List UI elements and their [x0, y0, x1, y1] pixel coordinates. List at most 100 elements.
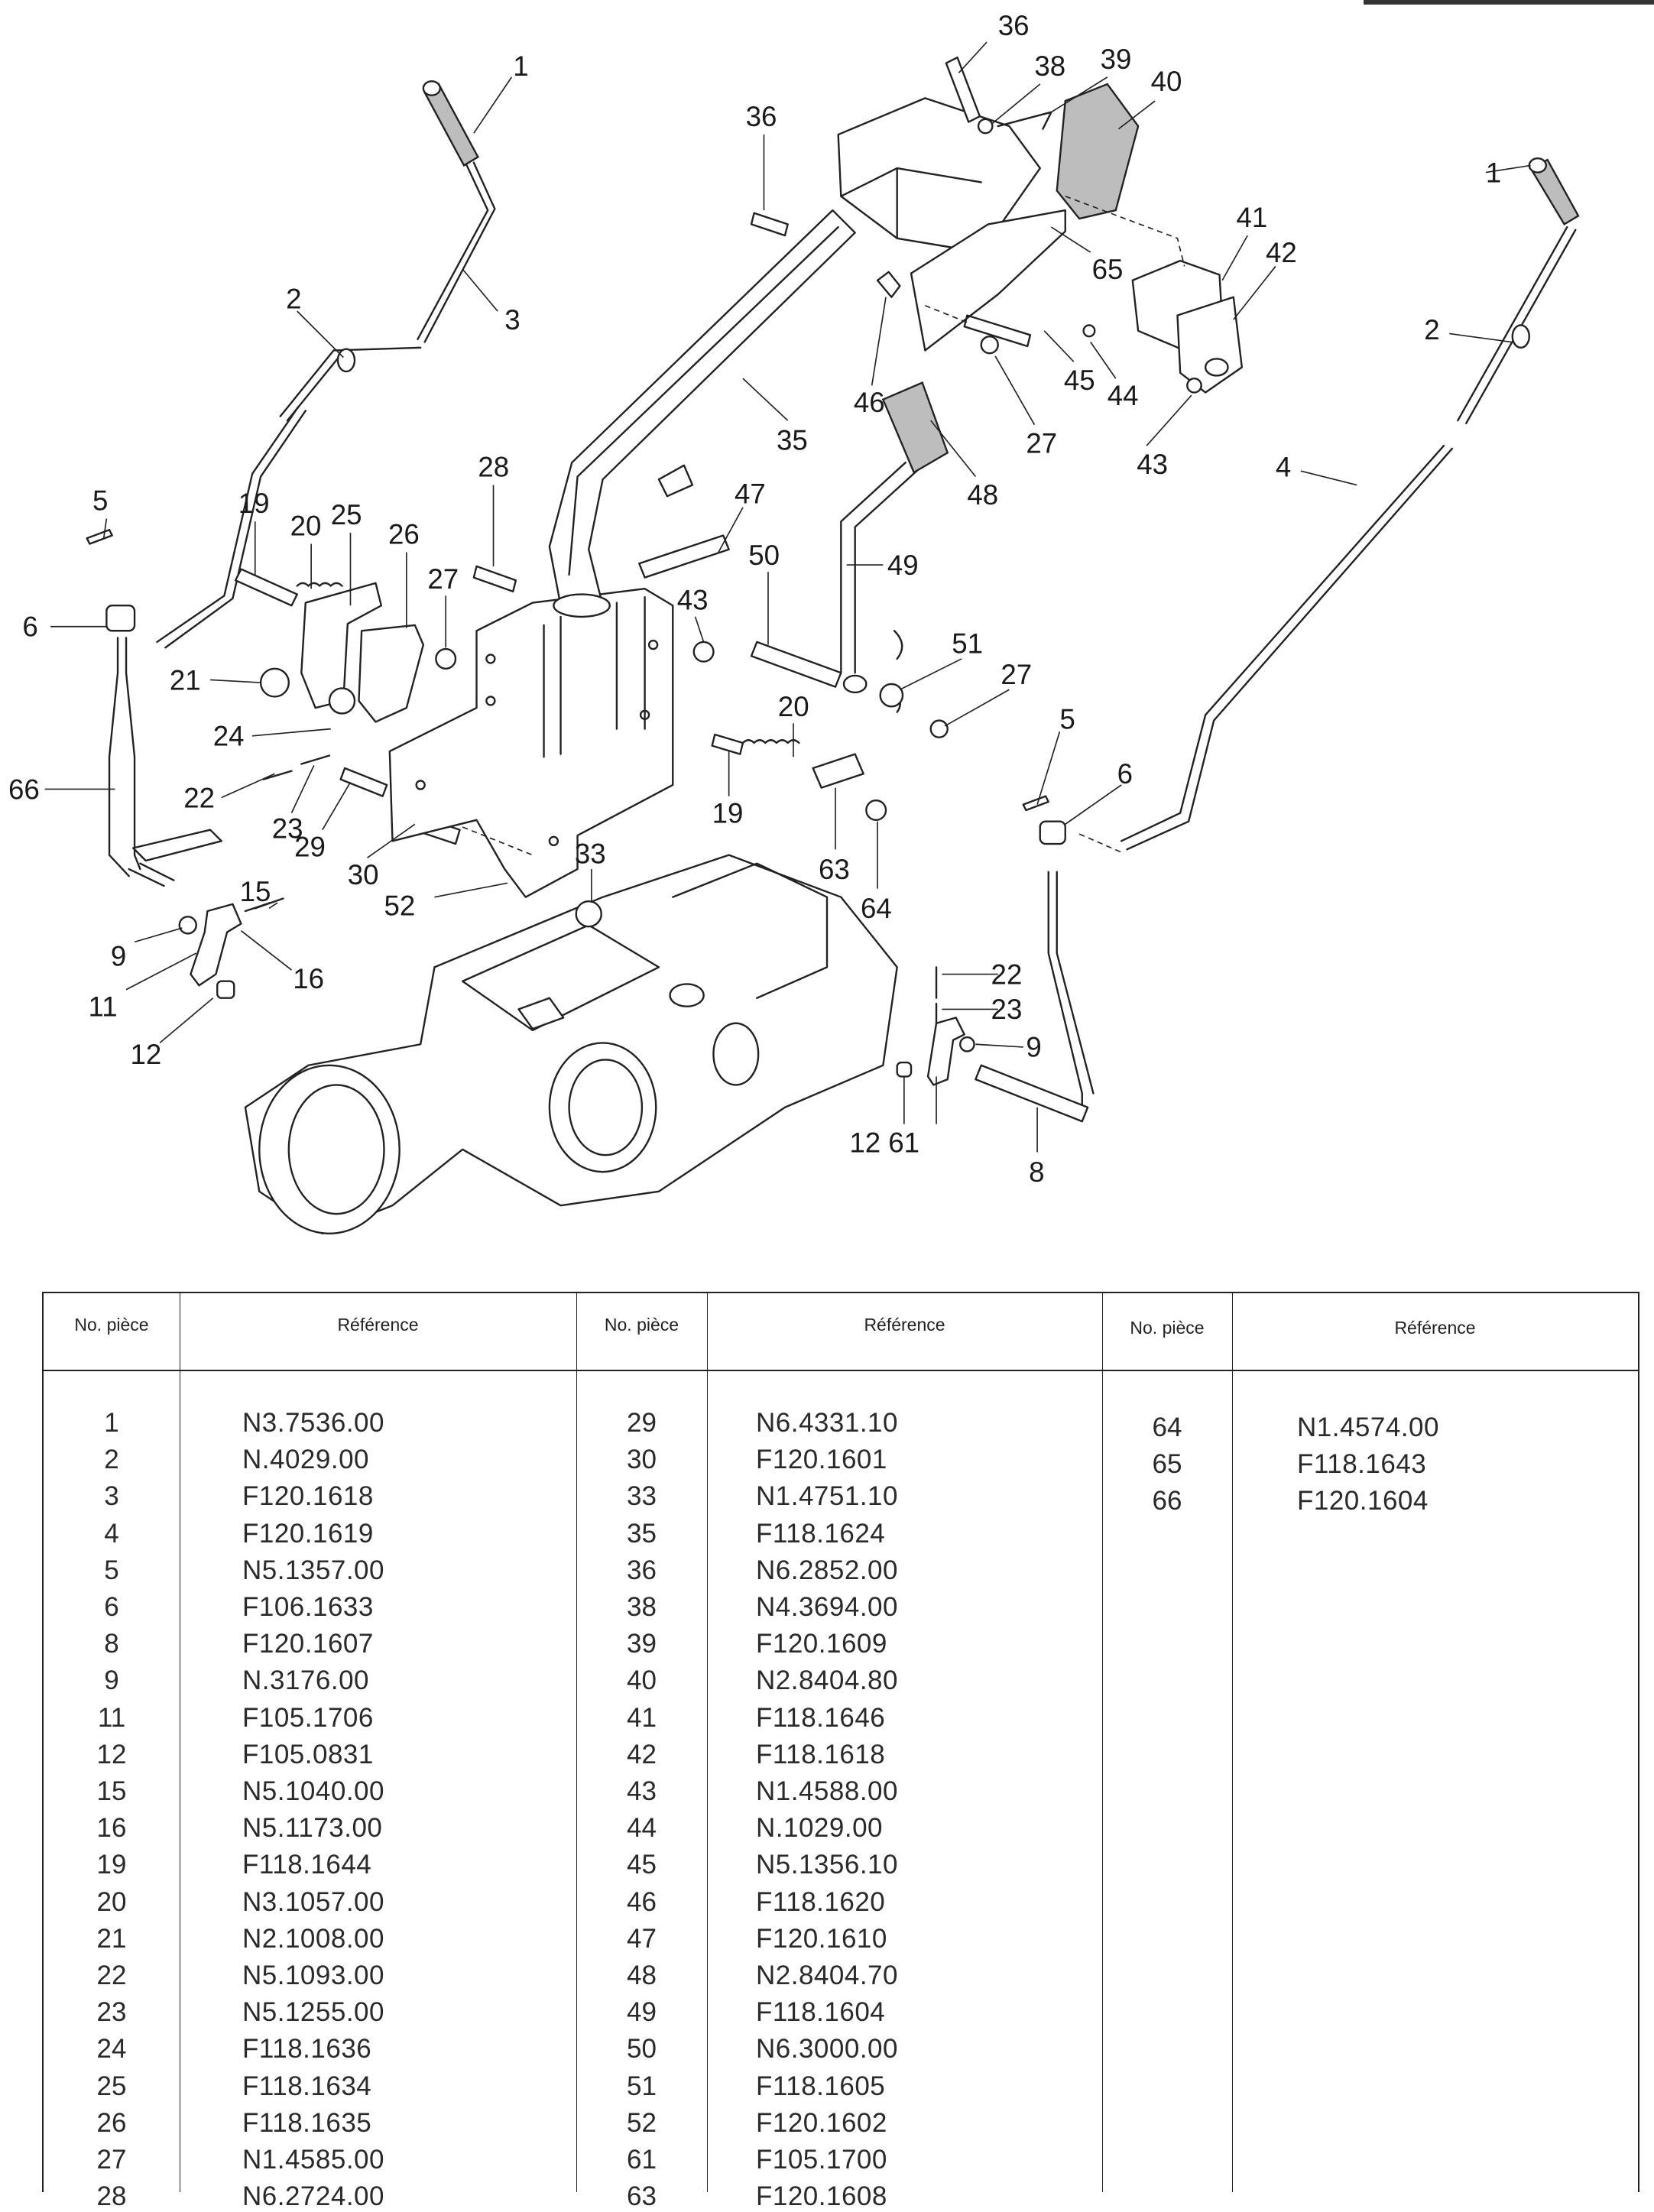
- callout-23: 23: [272, 813, 303, 845]
- callout-12-61: 12 61: [849, 1127, 919, 1158]
- part-number: 28: [96, 2181, 127, 2212]
- washer-38: [977, 118, 994, 135]
- part-reference: N2.1008.00: [242, 1923, 384, 1954]
- lever-grip-1: [423, 83, 479, 167]
- bolt-29: [339, 767, 388, 797]
- part-reference: N5.1173.00: [242, 1813, 383, 1844]
- part-reference: F105.0831: [242, 1739, 374, 1769]
- callout-51: 51: [952, 628, 983, 660]
- callout-39: 39: [1101, 44, 1132, 75]
- callout-21: 21: [170, 664, 201, 696]
- part-number: 2: [104, 1445, 119, 1475]
- part-number: 43: [627, 1776, 657, 1806]
- callout-23-right: 23: [991, 994, 1023, 1025]
- callout-64: 64: [861, 893, 892, 924]
- part-number: 27: [96, 2145, 127, 2175]
- part-reference: F105.1700: [756, 2145, 887, 2175]
- pin-45: [963, 314, 1032, 348]
- leader-lines: [44, 41, 1531, 1153]
- nut-27-right: [929, 719, 949, 738]
- plate-63: [812, 753, 864, 789]
- arm-61: [926, 1017, 965, 1086]
- part-reference: N2.8404.70: [756, 1961, 898, 1990]
- callout-26: 26: [388, 519, 420, 550]
- frame-plate-52: [388, 588, 674, 898]
- callout-44: 44: [1108, 380, 1139, 411]
- callout-1: 1: [513, 50, 528, 82]
- part-reference: N3.1057.00: [242, 1886, 384, 1917]
- callout-2: 2: [286, 283, 301, 314]
- part-number: 47: [627, 1923, 657, 1954]
- part-number: 46: [627, 1886, 657, 1917]
- part-reference: F118.1646: [756, 1702, 886, 1733]
- callout-30: 30: [348, 859, 379, 890]
- part-reference: F118.1620: [756, 1886, 886, 1917]
- part-reference: F120.1610: [756, 1923, 887, 1954]
- callout-47: 47: [735, 478, 766, 509]
- callout-28: 28: [478, 452, 509, 483]
- plate-25: [300, 582, 383, 709]
- callout-22-right: 22: [991, 958, 1023, 990]
- washer-9: [178, 916, 197, 935]
- part-reference: F118.1624: [756, 1518, 886, 1549]
- part-reference: F120.1602: [756, 2107, 887, 2138]
- callout-20-right: 20: [778, 691, 809, 722]
- bushing-24: [328, 687, 356, 715]
- part-reference: F118.1605: [756, 2071, 886, 2101]
- part-reference: N1.4574.00: [1297, 1413, 1439, 1442]
- swivel-6: [105, 605, 136, 632]
- part-number: 9: [104, 1665, 119, 1696]
- left-linkage: [86, 529, 284, 999]
- callout-36-side: 36: [746, 101, 777, 132]
- part-number: 39: [627, 1629, 657, 1659]
- part-number: 49: [627, 1997, 657, 2028]
- header-divider: [44, 1370, 1638, 1371]
- callout-29: 29: [294, 832, 326, 863]
- callout-20: 20: [290, 511, 322, 542]
- callouts: 1 3 2 5 6 19 20 25 26 27 28 21 24 22 23 …: [8, 10, 1501, 1188]
- part-number: 51: [627, 2071, 657, 2101]
- callout-50: 50: [748, 540, 780, 571]
- lever-26: [358, 624, 425, 723]
- part-reference: N5.1093.00: [242, 1961, 384, 1990]
- flange-left: [258, 1064, 401, 1235]
- header-ref-col3: Référence: [1394, 1318, 1476, 1338]
- plate-47: [638, 534, 730, 579]
- part-reference: F118.1634: [242, 2071, 372, 2101]
- part-number: 26: [96, 2107, 127, 2138]
- callout-9: 9: [111, 941, 126, 972]
- part-number: 40: [627, 1665, 657, 1696]
- part-number: 22: [96, 1961, 127, 1990]
- nut-43-top: [1186, 377, 1202, 394]
- grip-48: [881, 381, 949, 474]
- part-number: 16: [96, 1813, 127, 1844]
- callout-15: 15: [240, 876, 271, 907]
- callout-1-right: 1: [1486, 157, 1501, 188]
- part-reference: N1.4751.10: [756, 1481, 898, 1512]
- part-number: 63: [627, 2181, 657, 2212]
- callout-4: 4: [1276, 452, 1291, 483]
- part-number: 42: [627, 1739, 657, 1769]
- callout-5-right: 5: [1059, 704, 1075, 735]
- right-shift-lever: [1120, 157, 1580, 851]
- swivel-6-right: [1039, 820, 1066, 845]
- callout-45: 45: [1064, 365, 1095, 396]
- part-reference: F120.1601: [756, 1445, 887, 1475]
- part-number: 41: [627, 1702, 657, 1733]
- part-reference: F118.1635: [242, 2107, 372, 2138]
- part-reference: F118.1644: [242, 1850, 372, 1880]
- callout-5: 5: [92, 485, 108, 517]
- bracket-42: [1176, 296, 1244, 394]
- part-reference: F120.1607: [242, 1629, 374, 1659]
- callout-43-top: 43: [1137, 449, 1168, 480]
- callout-11: 11: [89, 991, 118, 1023]
- part-number: 50: [627, 2034, 657, 2064]
- callout-22: 22: [183, 782, 215, 813]
- bolt-19-right: [711, 733, 744, 755]
- part-reference: N6.3000.00: [756, 2034, 898, 2064]
- part-reference: F118.1636: [242, 2034, 372, 2064]
- part-reference: F120.1619: [242, 1518, 374, 1549]
- bolt-19: [234, 568, 298, 607]
- part-number: 45: [627, 1850, 657, 1880]
- part-number: 23: [96, 1997, 127, 2028]
